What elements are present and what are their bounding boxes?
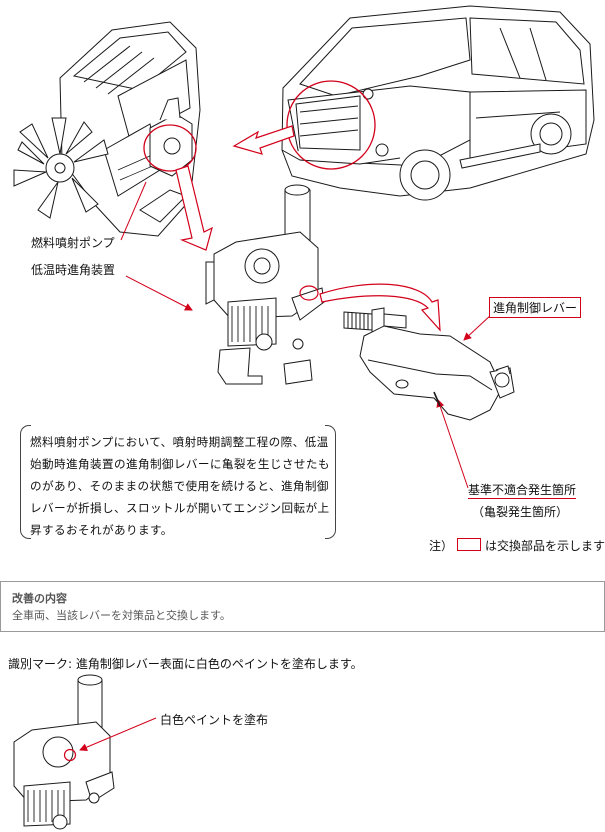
engine-illustration — [13, 21, 201, 237]
pump-label: 燃料噴射ポンプ — [31, 236, 115, 250]
pump-leader — [120, 181, 147, 241]
engine-to-advancer-arrow — [175, 165, 213, 251]
advancer-label: 低温時進角装置 — [31, 263, 116, 277]
note-suffix: は交換部品を示します — [485, 539, 605, 553]
van-highlight-circle — [286, 80, 376, 170]
lever-leader — [463, 313, 493, 341]
fan-icon — [13, 117, 109, 219]
id-mark-illustration — [13, 674, 115, 830]
replacement-part-swatch — [457, 538, 482, 551]
pump-highlight-circle — [143, 124, 197, 172]
van-to-engine-arrow — [232, 125, 295, 155]
legend-note: 注） は交換部品を示します — [429, 537, 605, 554]
white-paint-mark — [63, 748, 77, 762]
description-box: 燃料噴射ポンプにおいて、噴射時期調整工程の際、低温始動時進角装置の進角制御レバー… — [20, 425, 336, 539]
lever-callout-arrow — [319, 283, 441, 332]
improvement-box: 改善の内容 全車両、当該レバーを対策品と交換します。 — [0, 581, 605, 632]
crack-leader — [436, 399, 469, 489]
left-bracket — [20, 425, 31, 539]
lever-highlight-on-advancer — [299, 285, 319, 301]
id-mark-text: 識別マーク: 進角制御レバー表面に白色のペイントを塗布します。 — [8, 657, 363, 671]
lever-label: 進角制御レバー — [489, 297, 582, 318]
description-text: 燃料噴射ポンプにおいて、噴射時期調整工程の際、低温始動時進角装置の進角制御レバー… — [30, 435, 330, 537]
fault-subtitle: （亀裂発生箇所） — [472, 505, 569, 519]
fault-location-label: 基準不適合発生箇所 （亀裂発生箇所） — [468, 481, 577, 520]
van-illustration — [281, 5, 595, 201]
fault-title: 基準不適合発生箇所 — [468, 483, 577, 499]
lever-illustration — [359, 325, 515, 421]
white-paint-leader — [79, 717, 157, 751]
white-paint-label: 白色ペイントを塗布 — [160, 713, 269, 727]
note-prefix: 注） — [429, 539, 454, 553]
advancer-illustration — [205, 184, 325, 385]
improvement-body: 全車両、当該レバーを対策品と交換します。 — [12, 609, 231, 622]
improvement-heading: 改善の内容 — [12, 592, 67, 605]
bolt-icon — [343, 307, 407, 335]
advancer-leader — [125, 275, 193, 311]
